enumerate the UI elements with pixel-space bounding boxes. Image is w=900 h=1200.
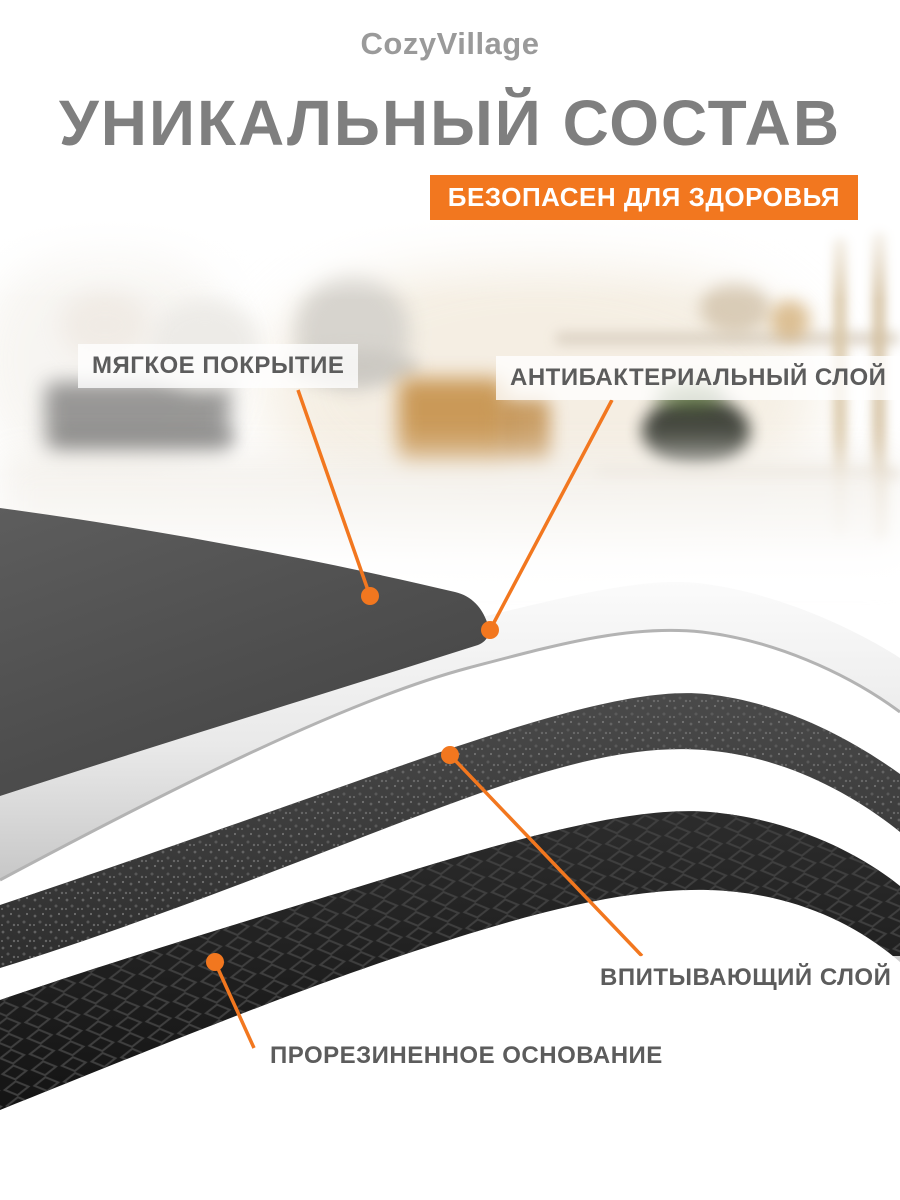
page-title: УНИКАЛЬНЫЙ СОСТАВ	[58, 87, 842, 159]
callout-line-soft-cover	[296, 389, 372, 597]
bg-shelf-upper	[555, 332, 900, 345]
callout-dot-rubber-base	[206, 953, 224, 971]
bg-amber-jars	[398, 378, 506, 466]
callout-dot-soft-cover	[361, 587, 379, 605]
callout-line-rubber-base	[213, 961, 256, 1049]
bg-amber-jar-small	[498, 398, 550, 464]
label-soft-cover: МЯГКОЕ ПОКРЫТИЕ	[78, 344, 359, 388]
callout-dot-absorbent	[441, 746, 459, 764]
callout-dots	[206, 587, 499, 971]
bg-stove-knobs	[55, 430, 235, 448]
label-antibacterial-layer: АНТИБАКТЕРИАЛЬНЫЙ СЛОЙ	[496, 356, 900, 400]
label-rubber-base: ПРОРЕЗИНЕННОЕ ОСНОВАНИЕ	[256, 1034, 677, 1078]
brand-text: CozyVillage	[360, 26, 540, 61]
label-absorbent-layer: ВПИТЫВАЮЩИЙ СЛОЙ	[586, 956, 900, 1000]
bg-jar-right	[770, 300, 810, 340]
callout-line-antibacterial	[488, 399, 614, 631]
bg-stove	[45, 382, 230, 454]
callout-dot-antibacterial	[481, 621, 499, 639]
callout-lines	[213, 389, 644, 1049]
safety-badge: БЕЗОПАСЕН ДЛЯ ЗДОРОВЬЯ	[429, 175, 858, 220]
callout-line-absorbent	[448, 753, 644, 958]
layer-rubber-base	[0, 811, 900, 1110]
layer-soft-cover	[0, 508, 489, 796]
background-top-fade	[0, 0, 900, 300]
